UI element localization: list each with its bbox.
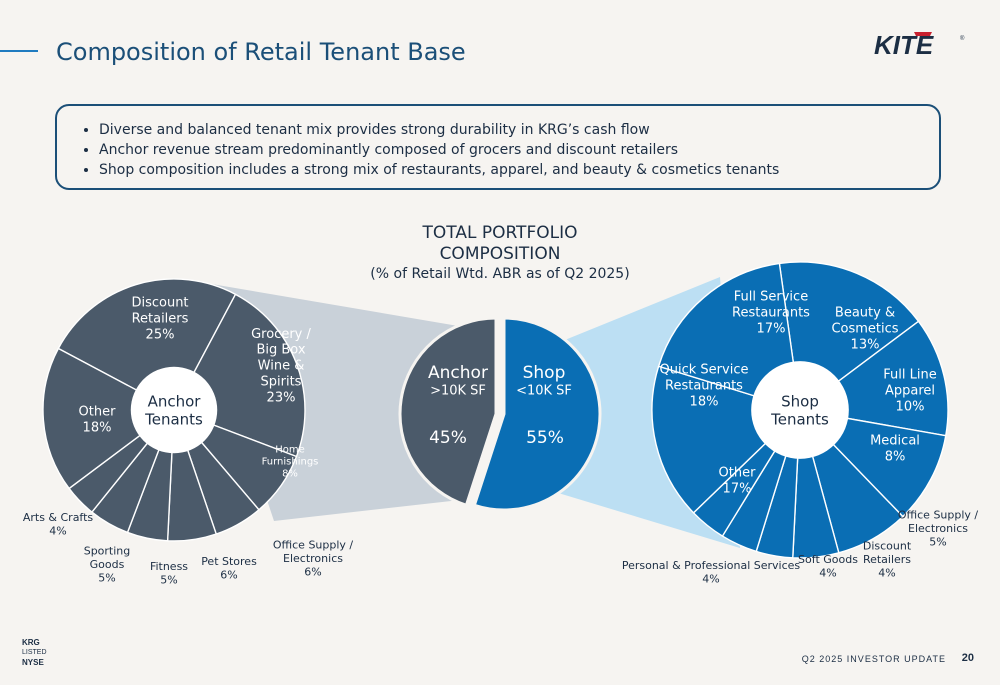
main-slice-anchor-name: Anchor (428, 363, 488, 383)
bullet-point: Shop composition includes a strong mix o… (99, 160, 939, 180)
bullet-point: Anchor revenue stream predominantly comp… (99, 140, 939, 160)
anchor-slice-8 (42, 347, 176, 490)
svg-text:®: ® (960, 35, 965, 42)
title-accent-line (0, 50, 38, 52)
page-number: 20 (961, 652, 974, 664)
main-chart-subtitle: (% of Retail Wtd. ABR as of Q2 2025) (370, 266, 629, 282)
key-points-box: Diverse and balanced tenant mix provides… (55, 104, 941, 190)
main-slice-shop-name: Shop (523, 363, 566, 383)
main-chart-title-line1: TOTAL PORTFOLIO (422, 223, 578, 243)
main-slice-anchor-value: 45% (429, 428, 467, 448)
main-slice-shop-value: 55% (526, 428, 564, 448)
main-chart-title-line2: COMPOSITION (440, 244, 561, 264)
anchor-center-hole (130, 366, 218, 454)
main-slice-shop-subtitle: <10K SF (516, 384, 572, 399)
main-slice-shop (472, 316, 602, 512)
shop-center-hole (751, 361, 849, 459)
page-title: Composition of Retail Tenant Base (56, 38, 466, 66)
main-slice-anchor (398, 316, 498, 508)
bullet-point: Diverse and balanced tenant mix provides… (99, 120, 939, 140)
main-slice-anchor-subtitle: >10K SF (430, 384, 486, 399)
kite-logo: KITE ® (872, 28, 972, 63)
nyse-listed-badge: KRG LISTED NYSE (22, 638, 47, 667)
shop-slice-9 (657, 262, 801, 411)
svg-text:KITE: KITE (874, 30, 934, 58)
footer-doc-title: Q2 2025 INVESTOR UPDATE (801, 654, 946, 664)
